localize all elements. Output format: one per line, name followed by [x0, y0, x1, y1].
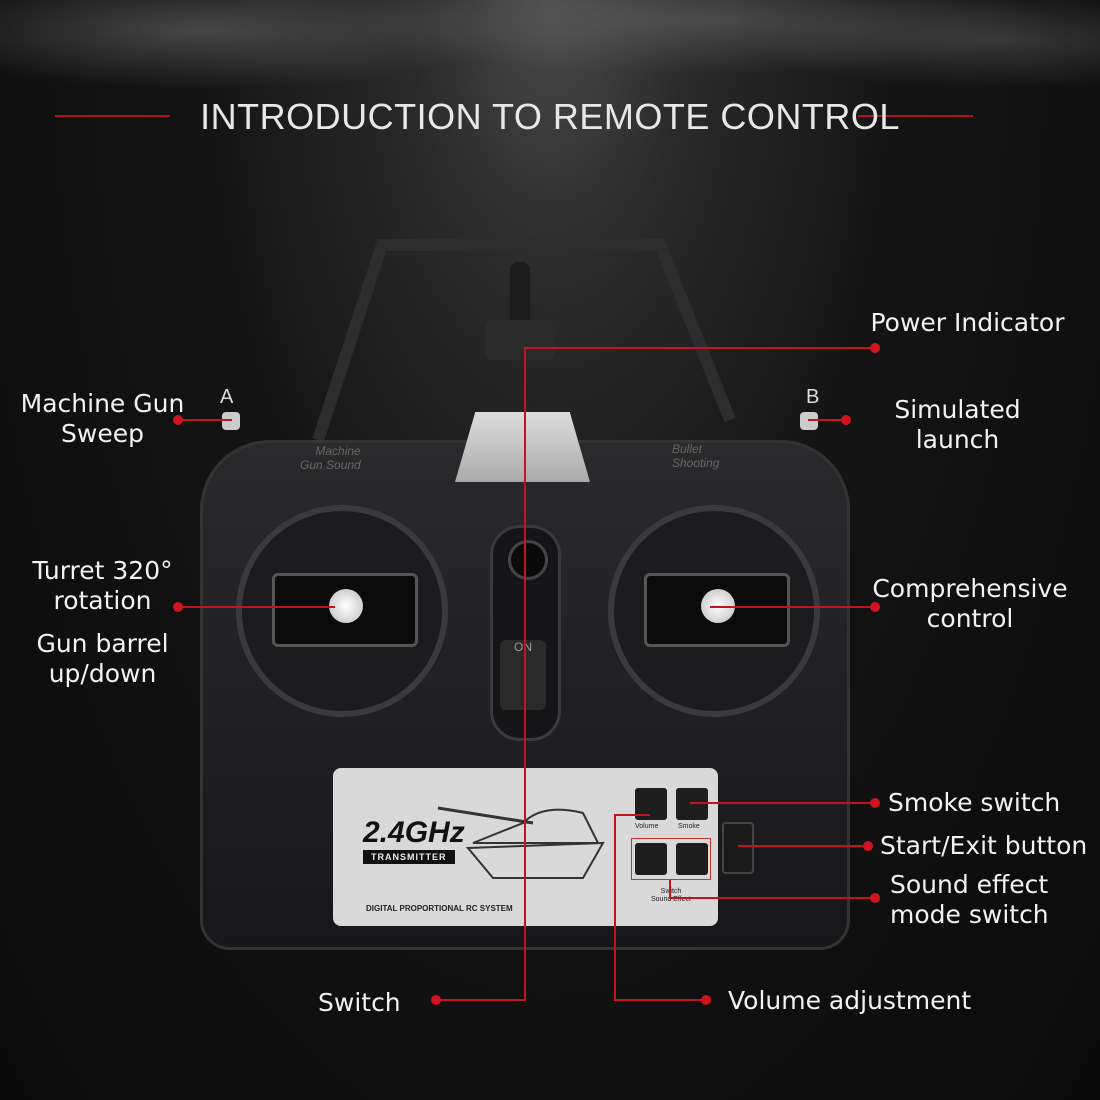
right-gimbal[interactable] — [608, 505, 820, 717]
sound-effect-dot — [870, 893, 880, 903]
callout-start-exit: Start/Exit button — [880, 831, 1088, 860]
title-rule-left — [55, 115, 170, 117]
transmitter-label: TRANSMITTER — [363, 850, 455, 864]
frequency-logo: 2.4GHz — [363, 816, 465, 849]
switch-dot — [431, 995, 441, 1005]
smoke-background — [0, 0, 1100, 110]
smoke-label: Smoke — [678, 823, 700, 830]
start-exit-dot — [863, 841, 873, 851]
sound-switch-right-button[interactable] — [676, 843, 708, 875]
title-rule-right — [858, 115, 973, 117]
callout-switch: Switch — [318, 988, 401, 1017]
callout-smoke-switch: Smoke switch — [888, 788, 1061, 817]
simulated-launch-dot — [841, 415, 851, 425]
turret-dot — [173, 602, 183, 612]
smoke-dot — [870, 798, 880, 808]
tank-illustration — [437, 806, 605, 879]
volume-dot — [701, 995, 711, 1005]
display-window — [455, 412, 590, 482]
callout-turret-rotation: Turret 320°rotation — [32, 556, 173, 615]
power-indicator-dot — [870, 343, 880, 353]
power-switch[interactable]: ON — [500, 640, 546, 710]
switch-b-label: B — [806, 386, 820, 408]
volume-label: Volume — [635, 823, 659, 830]
page-title: INTRODUCTION TO REMOTE CONTROL — [200, 96, 900, 137]
system-label: DIGITAL PROPORTIONAL RC SYSTEM — [366, 904, 513, 913]
callout-volume-adjustment: Volume adjustment — [728, 986, 972, 1015]
machine-gun-dot — [173, 415, 183, 425]
start-exit-button[interactable] — [722, 822, 754, 874]
callout-power-indicator: Power Indicator — [870, 308, 1065, 337]
power-indicator-led — [508, 540, 548, 580]
sound-switch-group — [631, 838, 711, 880]
left-gimbal[interactable] — [236, 505, 448, 717]
comprehensive-dot — [870, 602, 880, 612]
sound-switch-left-button[interactable] — [635, 843, 667, 875]
switch-a-label: A — [220, 386, 234, 408]
